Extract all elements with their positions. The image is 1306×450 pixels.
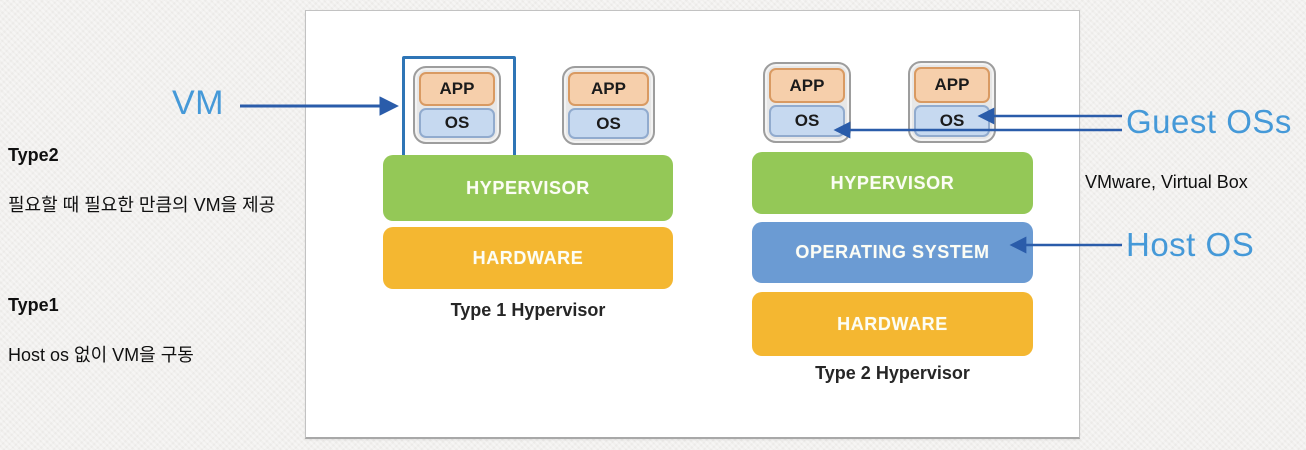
type2-vm-1: APP OS xyxy=(763,62,851,143)
type1-hardware-layer: HARDWARE xyxy=(383,227,673,289)
type2-hypervisor-layer: HYPERVISOR xyxy=(752,152,1033,214)
type2-vm2-app-box: APP xyxy=(914,67,990,103)
type2-vm1-os-box: OS xyxy=(769,105,845,137)
type2-operating-system-layer: OPERATING SYSTEM xyxy=(752,222,1033,283)
type2-caption: Type 2 Hypervisor xyxy=(815,363,970,383)
type1-note-desc: Host os 없이 VM을 구동 xyxy=(8,345,194,365)
note-spacer xyxy=(8,243,275,268)
type1-vm2-app-box: APP xyxy=(568,72,649,107)
type1-vm2-os-box: OS xyxy=(568,108,649,139)
guest-os-label: Guest OSs xyxy=(1126,103,1292,140)
type2-note-title: Type2 xyxy=(8,145,59,165)
type2-vm-2: APP OS xyxy=(908,61,996,143)
type1-vm-2: APP OS xyxy=(562,66,655,145)
korean-notes: Type2 필요할 때 필요한 만큼의 VM을 제공 Type1 Host os… xyxy=(8,118,275,393)
type2-note-desc: 필요할 때 필요한 만큼의 VM을 제공 xyxy=(8,195,276,215)
type1-vm1-app-box: APP xyxy=(419,72,495,106)
type2-hardware-layer: HARDWARE xyxy=(752,292,1033,356)
type1-vm1-os-box: OS xyxy=(419,107,495,138)
type1-note-title: Type1 xyxy=(8,295,59,315)
type1-caption: Type 1 Hypervisor xyxy=(450,300,606,320)
vm-label: VM xyxy=(172,84,224,122)
type1-vm-1: APP OS xyxy=(413,66,501,144)
products-note: VMware, Virtual Box xyxy=(1085,172,1248,192)
type2-vm2-os-box: OS xyxy=(914,104,990,137)
host-os-label: Host OS xyxy=(1126,226,1255,263)
type2-vm1-app-box: APP xyxy=(769,68,845,104)
type1-hypervisor-layer: HYPERVISOR xyxy=(383,155,673,221)
